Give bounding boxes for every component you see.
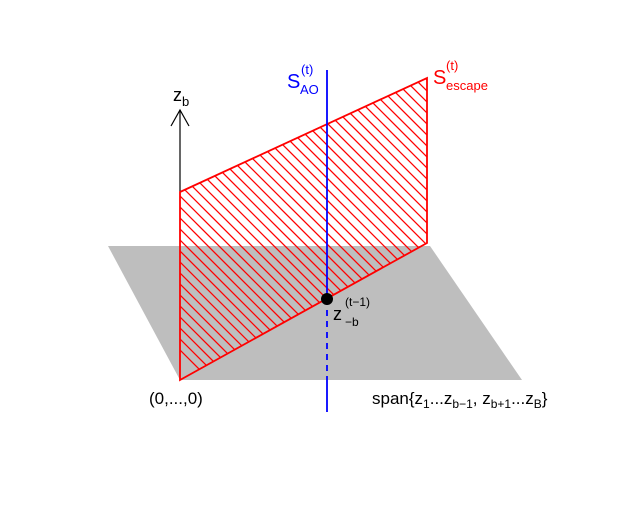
hatch-line [340,78,427,380]
span-label-mid3: ...z [511,389,534,408]
span-label-suffix: } [542,389,548,408]
ao-label-sub: AO [300,82,319,97]
hatch-line [180,78,264,380]
point-label: z [333,304,342,324]
origin-label: (0,...,0) [149,389,203,408]
zb-axis-arrowhead [170,108,190,127]
point-label-sub: −b [345,315,359,329]
span-plane [108,246,522,380]
hatch-line [180,78,253,380]
span-label-mid2: , z [473,389,491,408]
hatch-line [296,78,427,380]
hatch-line [180,78,297,380]
span-label-prefix: span{z [372,389,423,408]
ao-label-main: S [287,71,300,93]
escape-label-sub: escape [446,78,488,93]
escape-label-main: S [433,67,446,89]
zb-axis-label-sub: b [182,94,189,109]
hatch-line [351,78,427,380]
point-label-main: z [333,304,342,324]
hatch-line [318,78,427,380]
hatch-line [180,78,275,380]
point-label-sup: (t−1) [345,295,370,309]
ao-label-sup: (t) [301,62,313,77]
zb-axis-label: zb [173,85,189,109]
escape-plane-outline [179,76,428,382]
hatch-line [362,78,427,380]
span-label-sub2: b−1 [452,397,473,411]
hatch-line [329,78,427,380]
span-label-mid1: ...z [430,389,453,408]
span-label: span{z1...zb−1, zb+1...zB} [372,389,548,411]
escape-label-sup: (t) [446,58,458,73]
hatch-line [307,78,427,380]
hatch-line [180,78,242,380]
ao-label: S [287,71,300,93]
span-label-sub3: b+1 [491,397,512,411]
zb-axis-label-main: z [173,85,182,105]
point-marker [321,293,333,305]
escape-label: S [433,67,446,89]
hatch-line [180,78,286,380]
span-label-sub4: B [534,397,542,411]
span-label-sub1: 1 [423,397,430,411]
